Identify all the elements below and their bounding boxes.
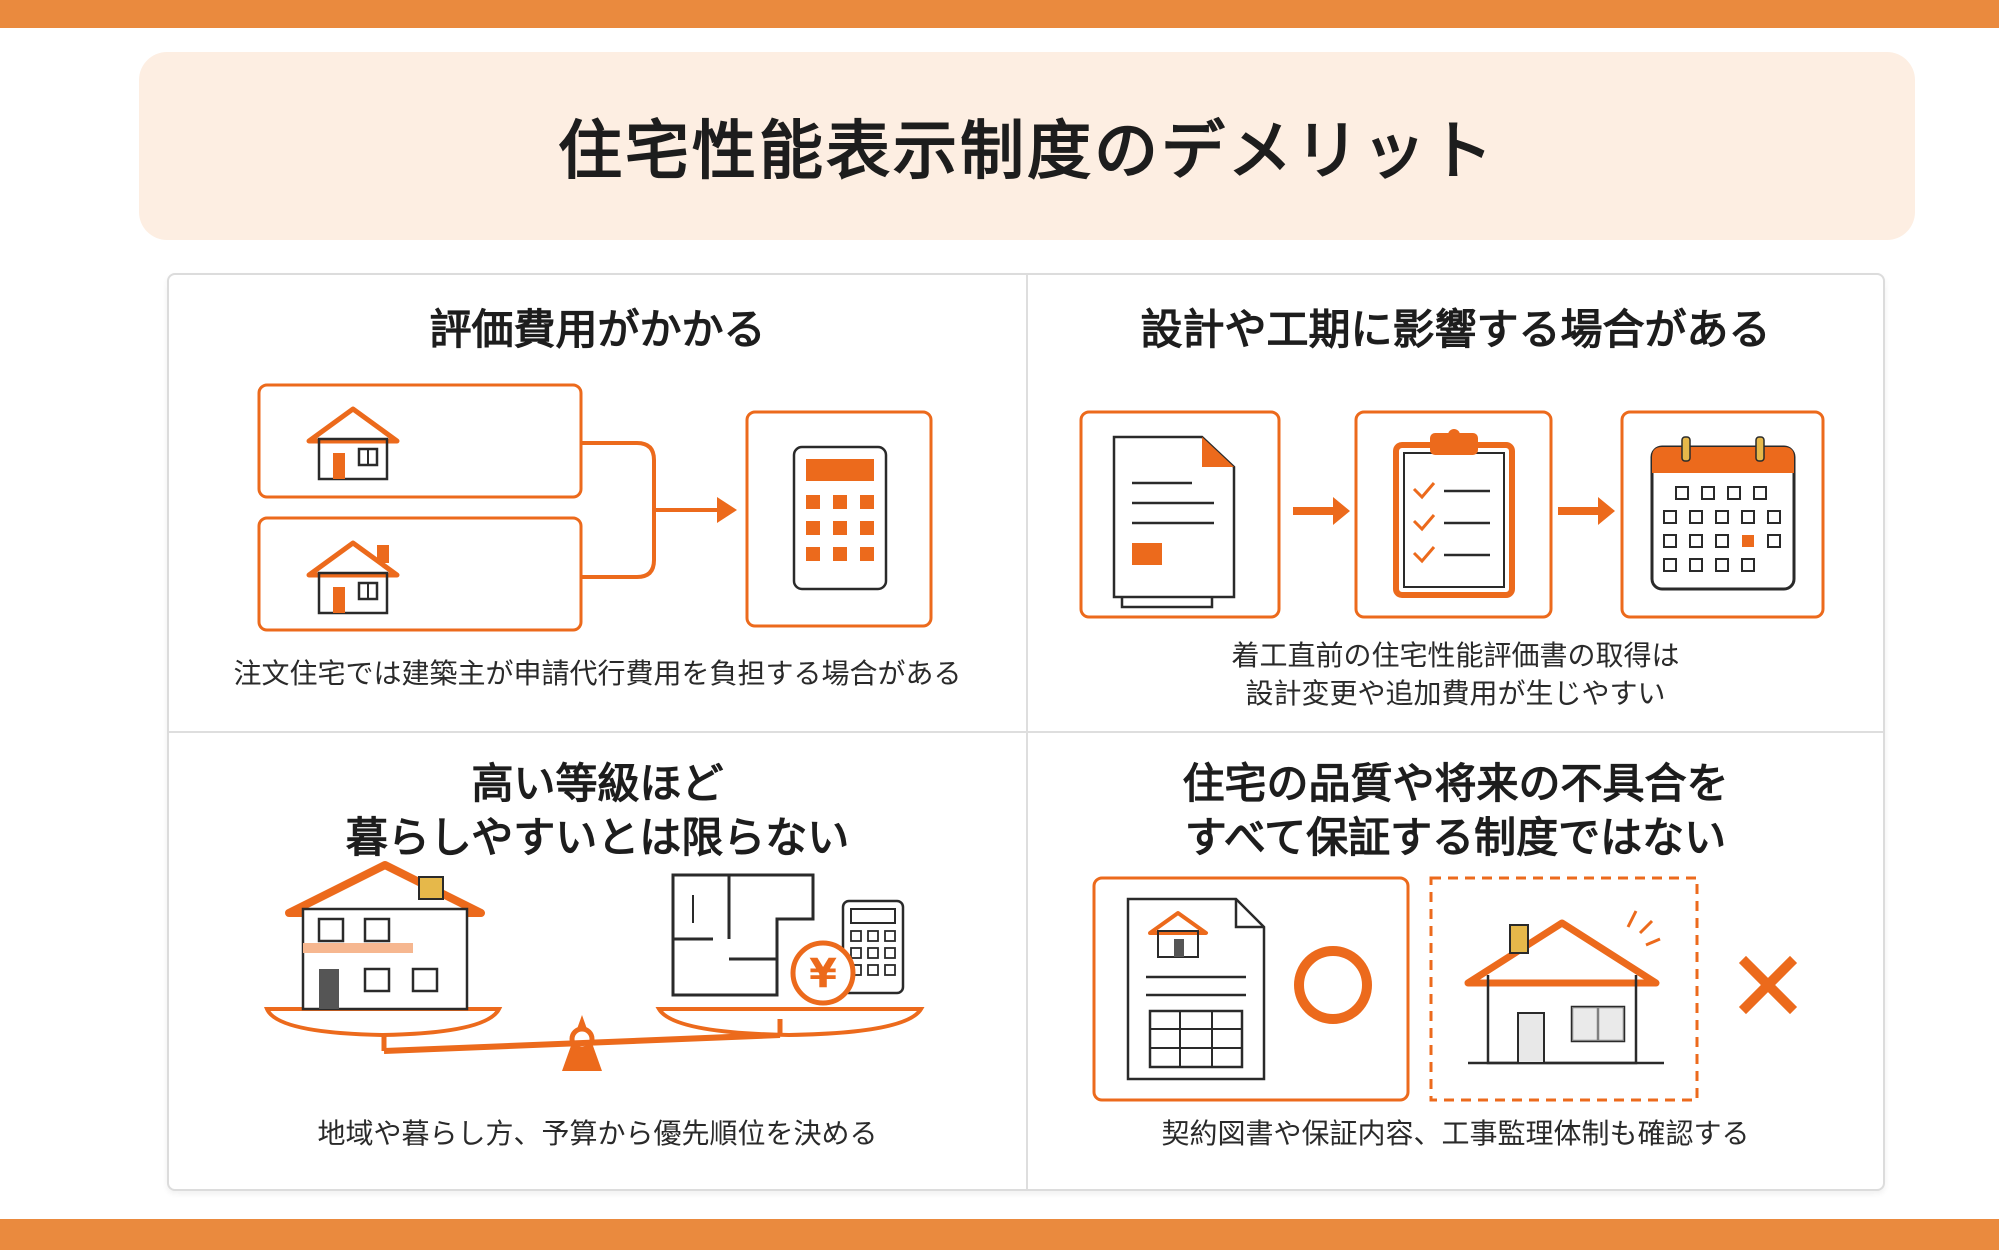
panel-design-schedule: 設計や工期に影響する場合がある (1028, 275, 1883, 731)
document-icon (1112, 435, 1236, 609)
floor-plan-icon (671, 873, 815, 997)
not-guaranteed-card (1429, 876, 1699, 1102)
calculator-card (745, 410, 933, 628)
calendar-icon (1650, 436, 1796, 591)
cross-mark-icon (1738, 955, 1798, 1015)
balance-illustration: ¥ (263, 861, 925, 1071)
panel-title: 高い等級ほど 暮らしやすいとは限らない (345, 759, 850, 862)
panel-caption: 注文住宅では建築主が申請代行費用を負担する場合がある (233, 657, 962, 690)
svg-text:¥: ¥ (809, 951, 837, 997)
yen-coin-icon: ¥ (790, 940, 856, 1006)
cost-illustration (257, 383, 933, 632)
panel-title: 住宅の品質や将来の不具合を すべて保証する制度ではない (1182, 759, 1729, 862)
house-icon (306, 406, 400, 481)
house-icon (285, 861, 485, 1011)
panel-grade-livability: 高い等級ほど 暮らしやすいとは限らない (169, 733, 1026, 1189)
top-accent-bar (0, 0, 1999, 28)
circle-mark-icon (1294, 946, 1372, 1024)
balance-scale-icon (263, 1007, 925, 1071)
panel-caption: 地域や暮らし方、予算から優先順位を決める (317, 1117, 878, 1150)
panel-caption: 着工直前の住宅性能評価書の取得は 設計変更や追加費用が生じやすい (1231, 639, 1680, 710)
calculator-icon (792, 445, 888, 591)
contract-document-icon (1126, 897, 1266, 1081)
bottom-accent-bar (0, 1219, 1999, 1250)
guarantee-illustration (1092, 876, 1798, 1102)
panel-title: 設計や工期に影響する場合がある (1140, 305, 1771, 354)
panel-caption: 契約図書や保証内容、工事監理体制も確認する (1161, 1117, 1750, 1150)
house-icon (1464, 910, 1664, 1065)
grid-divider-horizontal (169, 731, 1883, 733)
panel-title: 評価費用がかかる (429, 305, 766, 354)
arrow-icon (717, 497, 737, 523)
panel-no-full-guarantee: 住宅の品質や将来の不具合を すべて保証する制度ではない (1028, 733, 1883, 1189)
title-banner: 住宅性能表示制度のデメリット (139, 52, 1915, 240)
arrow-icon (1293, 497, 1350, 525)
house-icon (306, 540, 400, 615)
panel-evaluation-cost: 評価費用がかかる (169, 275, 1026, 731)
checklist-icon (1393, 429, 1515, 598)
page-title: 住宅性能表示制度のデメリット (558, 115, 1496, 189)
schedule-illustration (1079, 410, 1825, 619)
arrow-icon (1558, 497, 1615, 525)
